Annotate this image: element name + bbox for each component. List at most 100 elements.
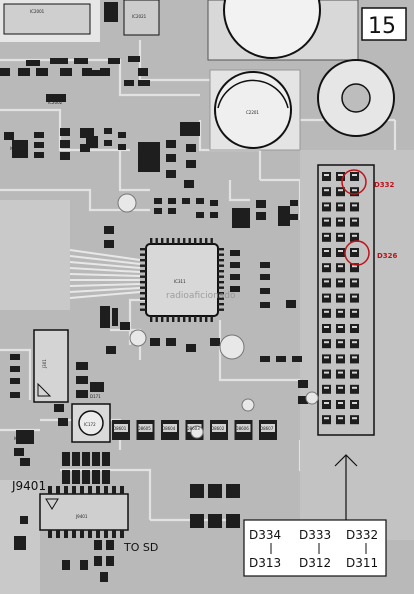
diode-marking [324, 417, 329, 420]
connector-pin [72, 486, 76, 494]
round-pad [317, 59, 395, 137]
smd-part [166, 170, 176, 178]
ic-pin [150, 316, 153, 322]
smd-part [104, 128, 112, 134]
smd-part [100, 572, 108, 582]
smd-components [0, 56, 308, 582]
diode [322, 415, 331, 425]
smd-part [186, 144, 196, 152]
ic-pin [188, 238, 191, 244]
label-ic2021b: IC2021 [143, 151, 148, 166]
ic-pin [140, 248, 146, 251]
diode [336, 400, 345, 409]
diode [350, 248, 359, 257]
ic-pin [155, 238, 158, 244]
diode-marking [338, 189, 343, 192]
diode-marking [352, 189, 357, 192]
connector-pin [88, 486, 92, 494]
smd-part [182, 198, 190, 204]
diode [336, 384, 345, 394]
smd-part [34, 132, 44, 138]
smd-part [256, 212, 266, 220]
ic-pin [155, 316, 158, 322]
smd-part [104, 226, 114, 234]
smd-part [278, 206, 290, 226]
ic-pin [218, 286, 224, 289]
ic-pin [218, 308, 224, 311]
smd-part [124, 80, 134, 86]
ic-pin [218, 303, 224, 306]
smd-part [82, 470, 90, 484]
smd-part [210, 212, 218, 218]
diode-marking [324, 219, 329, 222]
smd-part [60, 152, 70, 160]
diode [322, 202, 331, 212]
label-c311: C311 [100, 317, 105, 328]
smd-part [86, 136, 98, 148]
diode [350, 278, 359, 288]
diode-marking [324, 189, 329, 192]
ic-pin [188, 316, 191, 322]
smd-part [166, 140, 176, 148]
diode-marking [338, 219, 343, 222]
diode [322, 308, 331, 318]
diode [336, 293, 345, 303]
diode [322, 187, 331, 197]
smd-part [230, 286, 240, 292]
ic-pin [140, 286, 146, 289]
smd-part [82, 452, 90, 466]
label-ic2021: IC2021 [132, 14, 147, 19]
connector-pin [88, 530, 92, 538]
smd-part [210, 338, 220, 346]
resistor-label: D8603 [187, 426, 201, 431]
smd-part [190, 484, 204, 498]
smd-part [60, 140, 70, 148]
diode-marking [338, 356, 343, 359]
smd-part [80, 144, 90, 152]
smd-part [186, 160, 196, 168]
smd-part [50, 58, 68, 64]
smd-part [20, 516, 28, 524]
smd-part [100, 68, 110, 76]
page-number: 15 [368, 14, 396, 39]
legend-top-2: D332 [346, 528, 378, 542]
diode [336, 369, 345, 379]
smd-part [232, 208, 250, 228]
diode [336, 308, 345, 318]
diode-marking [324, 402, 329, 404]
smd-part [80, 128, 94, 138]
ic-pin [194, 238, 197, 244]
diode [350, 187, 359, 197]
smd-part [138, 80, 150, 86]
smd-part [92, 470, 100, 484]
connector-pin [120, 530, 124, 538]
diode-marking [338, 371, 343, 374]
diode-marking [352, 204, 357, 207]
resistor-label: D8606 [236, 426, 250, 431]
diode-marking [352, 310, 357, 313]
smd-part [230, 274, 240, 280]
annotation-circles [341, 169, 370, 266]
ic-pin [140, 264, 146, 267]
smd-part [14, 536, 26, 550]
diode [336, 415, 345, 425]
ic-pin [218, 253, 224, 256]
smd-part [106, 346, 116, 354]
diode-marking [338, 341, 343, 344]
connector-pin [56, 530, 60, 538]
diode [350, 232, 359, 242]
chip-ic311 [145, 243, 219, 317]
diode-marking [338, 265, 343, 268]
smd-part [298, 380, 308, 388]
diode-marking [352, 280, 357, 283]
smd-part [72, 470, 80, 484]
ic-pin [166, 238, 169, 244]
diode-marking [324, 326, 329, 328]
diode-marking [338, 234, 343, 237]
chip-j301 [33, 329, 69, 403]
ic-pin [218, 264, 224, 267]
ic-pin [140, 308, 146, 311]
chip-label-group: IC2001 IC2021 IC2002 IC2004 Q2001 IC2021… [10, 9, 285, 519]
ic-pin [172, 316, 175, 322]
